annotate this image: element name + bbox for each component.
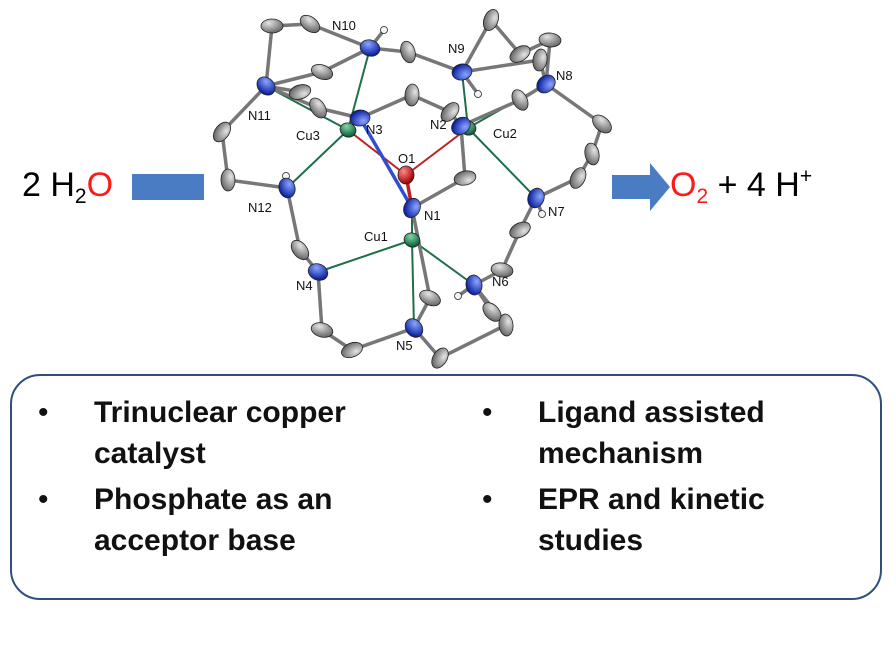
bond-line — [438, 323, 508, 360]
carbon-atom — [498, 313, 514, 337]
bond-line — [264, 70, 324, 88]
nitrogen-atom-n9 — [451, 63, 473, 81]
atom-label-n4: N4 — [296, 278, 313, 293]
carbon-atom — [400, 40, 416, 64]
bond-line — [411, 239, 475, 286]
bullet-dot-icon: • — [482, 396, 493, 429]
atom-label-n2: N2 — [430, 117, 447, 132]
hydrogen-atom — [538, 210, 546, 218]
carbon-atom — [440, 102, 460, 122]
carbon-atom — [584, 142, 600, 166]
atom-label-n10: N10 — [332, 18, 356, 33]
bullet-dot-icon: • — [38, 483, 49, 516]
carbon-atom — [404, 83, 420, 107]
atom-label-cu2: Cu2 — [493, 126, 517, 141]
atom-label-o1: O1 — [398, 151, 415, 166]
carbon-atom — [213, 121, 231, 143]
carbon-atom — [509, 221, 531, 239]
carbon-atom — [299, 14, 321, 34]
carbon-atom — [538, 32, 562, 48]
atom-label-n8: N8 — [556, 68, 573, 83]
nitrogen-atom-n4 — [307, 263, 329, 281]
atom-label-n11: N11 — [248, 108, 271, 123]
carbon-atom — [569, 167, 587, 189]
copper-atom-cu3 — [339, 122, 357, 138]
bond-line — [405, 127, 469, 176]
bond-line — [410, 206, 432, 300]
hydrogen-atom — [454, 292, 462, 300]
atom-label-n1: N1 — [424, 208, 441, 223]
left-arrow-icon — [132, 174, 204, 200]
bond-line — [544, 82, 604, 126]
atom-label-n7: N7 — [548, 204, 565, 219]
carbon-atom — [310, 322, 334, 338]
carbon-atom — [511, 89, 529, 111]
carbon-atom — [532, 48, 548, 72]
carbon-atom — [288, 84, 312, 100]
carbon-atom — [260, 18, 284, 34]
bond-line — [226, 178, 289, 190]
carbon-atom — [419, 289, 441, 307]
bond-line — [467, 127, 537, 199]
hydrogen-atom — [380, 26, 388, 34]
carbon-atom — [592, 114, 612, 134]
bond-line — [347, 129, 407, 176]
bond-line — [460, 58, 542, 74]
carbon-atom — [220, 168, 236, 192]
nitrogen-atom-n1 — [403, 197, 421, 219]
carbon-atom — [309, 97, 327, 119]
bond-line — [264, 24, 274, 88]
nitrogen-atom-n8 — [536, 74, 556, 94]
carbon-atom — [453, 170, 477, 186]
atom-label-n3: N3 — [366, 122, 383, 137]
bond-line — [285, 186, 302, 252]
atom-label-cu3: Cu3 — [296, 128, 320, 143]
nitrogen-atom-n11 — [256, 76, 276, 96]
bullet-dot-icon: • — [38, 396, 49, 429]
right-arrow-icon — [612, 163, 670, 211]
carbon-atom — [482, 9, 500, 31]
atom-label-n9: N9 — [448, 41, 465, 56]
reactant-water: 2 H2O — [22, 166, 114, 208]
nitrogen-atom-n2 — [451, 116, 471, 136]
carbon-atom — [490, 262, 514, 278]
carbon-atom — [431, 347, 449, 369]
nitrogen-atom-n10 — [359, 39, 381, 57]
atom-label-cu1: Cu1 — [364, 229, 388, 244]
atom-label-n6: N6 — [492, 274, 509, 289]
bullet-dot-icon: • — [482, 483, 493, 516]
products-oxygen-protons: O2 + 4 H+ — [670, 165, 813, 208]
bond-line — [317, 239, 413, 273]
carbon-atom — [341, 341, 363, 359]
oxygen-atom-o1 — [397, 165, 415, 185]
nitrogen-atom-n12 — [278, 177, 296, 199]
hydrogen-atom — [474, 90, 482, 98]
nitrogen-atom-n5 — [404, 318, 424, 338]
bond-line — [286, 129, 349, 189]
carbon-atom — [509, 45, 531, 63]
atoms-layer — [213, 9, 612, 369]
nitrogen-atom-n3 — [349, 109, 371, 127]
atom-label-n12: N12 — [248, 200, 272, 215]
atom-label-n5: N5 — [396, 338, 413, 353]
nitrogen-atom-n6 — [465, 274, 483, 296]
copper-atom-cu1 — [403, 232, 421, 248]
bond-line — [358, 116, 414, 210]
carbon-atom — [310, 64, 334, 80]
bond-line — [411, 239, 415, 329]
carbon-atom — [290, 239, 310, 261]
nitrogen-atom-n7 — [527, 187, 545, 209]
bond-line — [316, 270, 324, 332]
